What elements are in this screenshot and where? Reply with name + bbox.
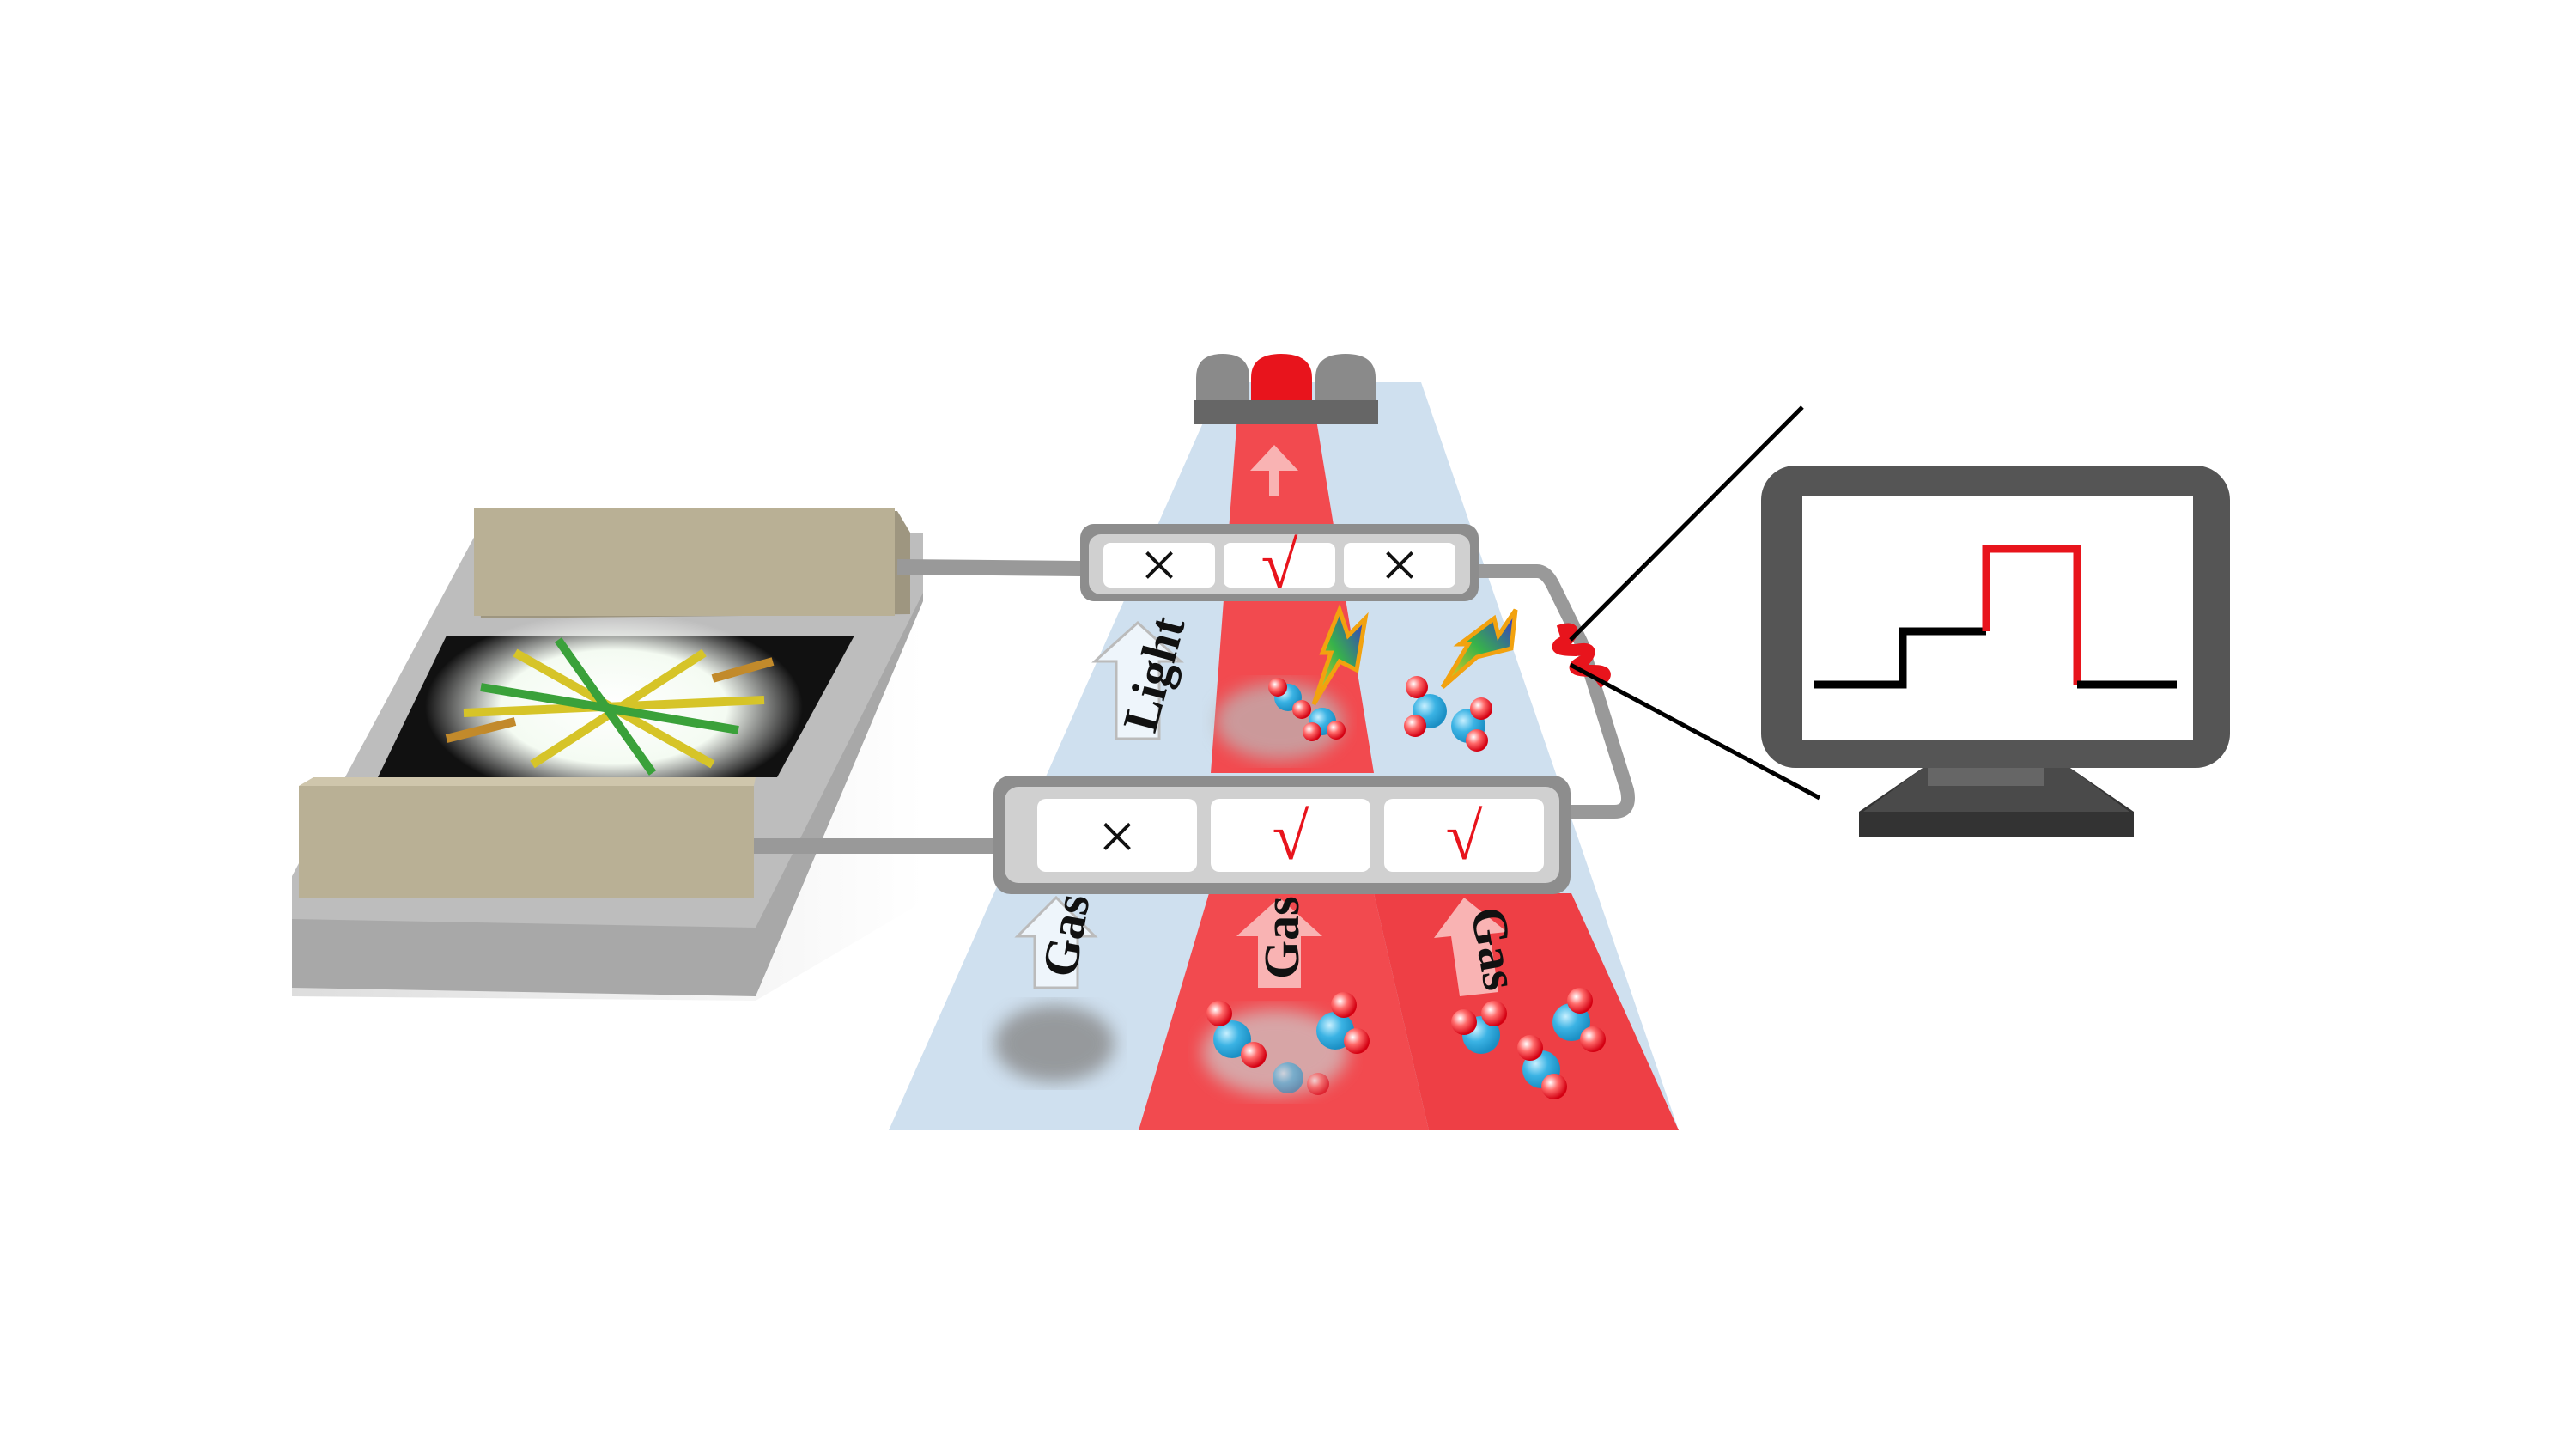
gas-molecules-upper bbox=[1215, 603, 1518, 760]
indicator-lights bbox=[1194, 354, 1378, 424]
gas-label-middle: Gas bbox=[1254, 896, 1309, 979]
cloud-icon bbox=[994, 1005, 1115, 1082]
gas-molecules-lower bbox=[994, 988, 1606, 1099]
zoom-line-top bbox=[1569, 405, 1804, 642]
up-arrow-output bbox=[1250, 445, 1298, 496]
bottom-electrode bbox=[299, 786, 754, 898]
bottom-mark-middle: √ bbox=[1273, 799, 1309, 874]
signal-trace-baseline bbox=[1814, 627, 1986, 689]
bottom-mark-left: × bbox=[1098, 799, 1136, 874]
light-bolt-icon bbox=[1440, 608, 1518, 689]
top-mark-left: × bbox=[1140, 527, 1178, 602]
sensor-device bbox=[292, 508, 923, 1001]
monitor-screen bbox=[1802, 496, 2193, 740]
coil-icon bbox=[1552, 623, 1611, 688]
gas-arrows: Gas Gas Gas bbox=[1014, 890, 1529, 996]
light-bolt-icon bbox=[1311, 603, 1369, 706]
top-wire bbox=[896, 559, 1083, 576]
zoom-line-bottom bbox=[1569, 662, 1821, 801]
top-mark-middle: √ bbox=[1261, 527, 1298, 602]
lane-red-right bbox=[1374, 893, 1679, 1130]
top-mark-right: × bbox=[1381, 527, 1419, 602]
monitor bbox=[1761, 466, 2230, 837]
mof-structure bbox=[445, 637, 775, 776]
bottom-mark-right: √ bbox=[1446, 799, 1483, 874]
signal-trace-response bbox=[1982, 545, 2081, 685]
top-electrode bbox=[474, 508, 895, 616]
light-gate-bar: × √ × bbox=[1080, 524, 1479, 602]
gas-gate-bar: × √ √ bbox=[993, 776, 1571, 894]
